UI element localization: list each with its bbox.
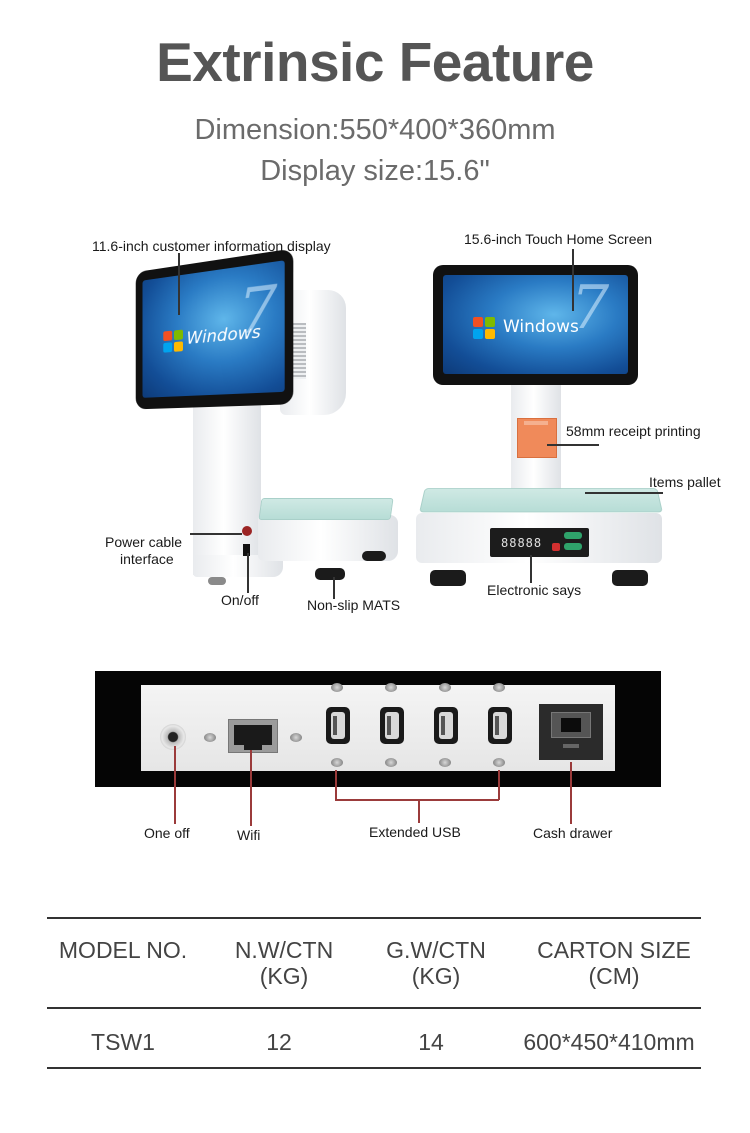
windows-text: Windows [503, 317, 579, 337]
ports-panel [95, 671, 661, 787]
port-label-wifi: Wifi [237, 827, 261, 843]
callout-customer-display: 11.6-inch customer information display [92, 238, 331, 254]
foot [362, 551, 386, 561]
cell-gw: 14 [418, 1029, 444, 1055]
leader-line [570, 762, 572, 824]
ports-plate [141, 683, 615, 771]
zero-button[interactable] [564, 543, 582, 550]
cell-model: TSW1 [91, 1029, 155, 1055]
screw [331, 683, 343, 692]
right-product-image: 88888 Windows 7 [410, 225, 750, 625]
display-size-text: Display size:15.6" [260, 155, 490, 187]
column-base [193, 555, 283, 577]
usb-port-icon [326, 707, 350, 744]
customer-display-screen: Windows 7 [142, 260, 285, 398]
foot [612, 570, 648, 586]
screw [290, 733, 302, 742]
usb-port-icon [434, 707, 458, 744]
power-switch-icon [243, 544, 250, 556]
port-label-one-off: One off [144, 825, 190, 841]
leader-line [418, 799, 420, 823]
table-header-model: MODEL NO. [58, 937, 188, 963]
callout-electronic: Electronic says [487, 582, 582, 598]
power-jack-icon [160, 724, 186, 750]
screw [493, 683, 505, 692]
screw [439, 683, 451, 692]
scale-readout: 88888 [501, 536, 543, 550]
home-screen-bezel: Windows 7 [433, 265, 638, 385]
callout-pallet: Items pallet [649, 474, 721, 490]
leader-line [250, 750, 252, 826]
screw [331, 758, 343, 767]
dimension-text: Dimension:550*400*360mm [194, 114, 556, 146]
vent-grille [292, 323, 306, 379]
page-title: Extrinsic Feature [156, 31, 594, 93]
screw [385, 683, 397, 692]
leader-line [178, 253, 180, 315]
leader-line [498, 770, 500, 800]
callout-power-cable-1: Power cable [105, 534, 183, 550]
power-button[interactable] [552, 543, 560, 551]
leader-line [247, 553, 249, 593]
port-label-usb: Extended USB [369, 824, 461, 840]
leader-line [572, 249, 574, 311]
table-rule-mid [47, 1007, 701, 1009]
table-rule-bottom [47, 1067, 701, 1069]
windows-seven-graphic: 7 [571, 275, 610, 343]
leader-line [174, 746, 176, 824]
printer-label [524, 421, 548, 425]
callout-home-screen: 15.6-inch Touch Home Screen [464, 231, 653, 247]
leader-line [530, 555, 532, 583]
cell-nw: 12 [266, 1029, 292, 1055]
screw [204, 733, 216, 742]
foot [315, 568, 345, 580]
leader-line [333, 577, 335, 599]
stand-column [193, 403, 261, 575]
screw [439, 758, 451, 767]
electronic-display-panel: 88888 [490, 528, 589, 557]
home-screen: Windows 7 [443, 275, 628, 374]
leader-line [335, 799, 499, 801]
table-header-gw: G.W/CTN (KG) [386, 937, 486, 989]
table-header-nw: N.W/CTN (KG) [234, 937, 334, 989]
leader-line [335, 770, 337, 800]
usb-port-icon [380, 707, 404, 744]
power-port-icon [242, 526, 252, 536]
table-header-carton: CARTON SIZE (CM) [537, 937, 691, 989]
screw [493, 758, 505, 767]
windows-seven-graphic: 7 [238, 271, 278, 349]
leader-line [190, 533, 242, 535]
windows-logo-icon [163, 329, 183, 353]
port-label-cash-drawer: Cash drawer [533, 825, 613, 841]
cell-carton: 600*450*410mm [523, 1029, 695, 1055]
screw [385, 758, 397, 767]
cash-drawer-port-icon [539, 704, 603, 760]
customer-display-bezel: Windows 7 [135, 248, 294, 410]
foot [430, 570, 466, 586]
windows-logo-icon [473, 317, 495, 339]
table-rule-top [47, 917, 701, 919]
leader-line [547, 444, 599, 446]
callout-power-cable-2: interface [120, 551, 174, 567]
usb-port-icon [488, 707, 512, 744]
leader-line [585, 492, 663, 494]
callout-non-slip: Non-slip MATS [307, 597, 401, 613]
callout-on-off: On/off [221, 592, 259, 608]
tare-button[interactable] [564, 532, 582, 539]
ethernet-port-icon [228, 719, 278, 753]
weighing-platform [258, 498, 394, 520]
left-product-image: Windows 7 [0, 225, 410, 625]
foot [208, 577, 226, 585]
callout-receipt: 58mm receipt printing [566, 423, 701, 439]
